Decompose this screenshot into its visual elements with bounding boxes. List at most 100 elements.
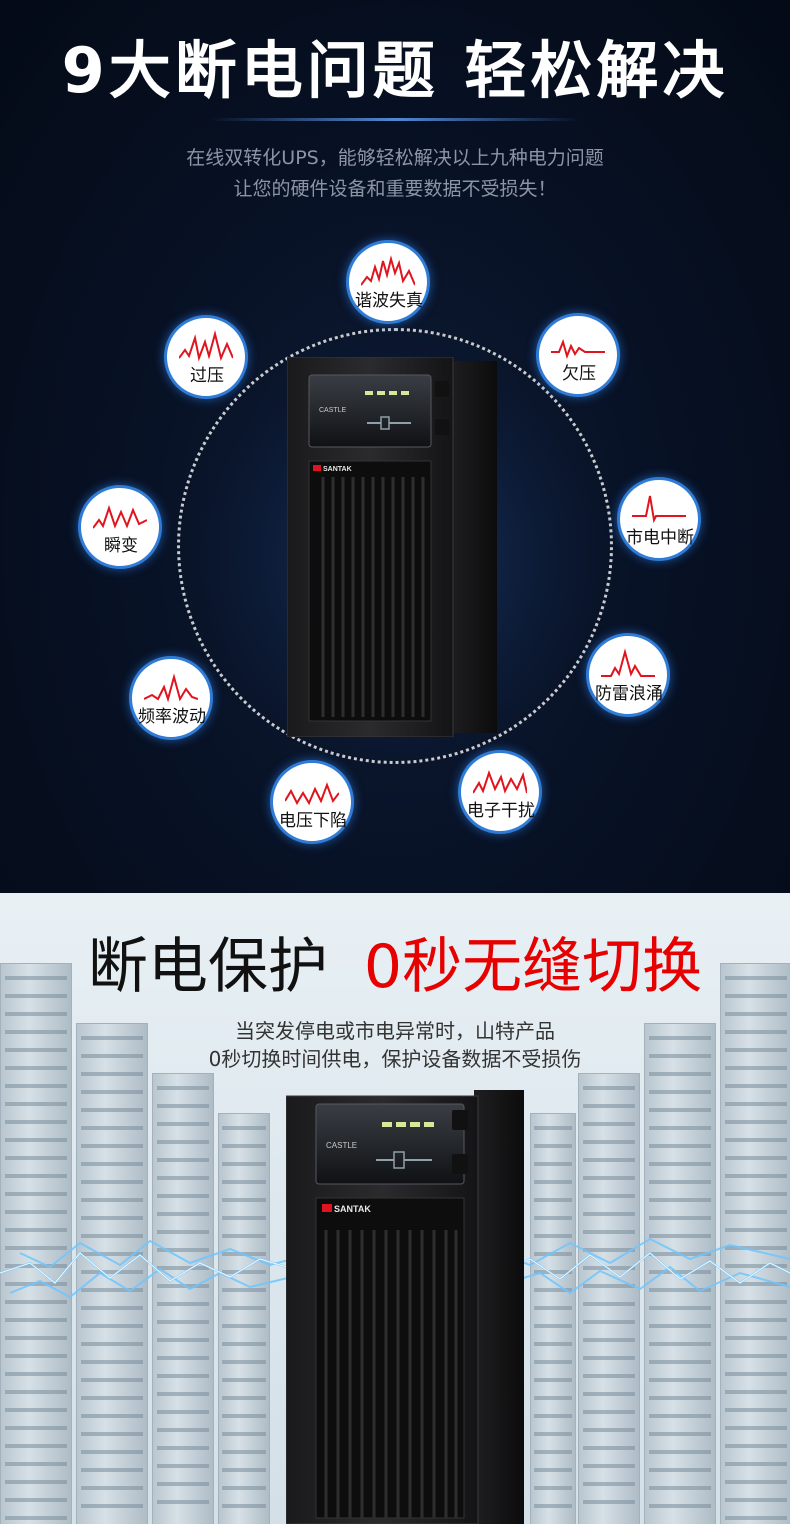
rack-slot [156, 1446, 210, 1450]
waveform-icon [632, 495, 686, 524]
rack-slot [5, 1390, 67, 1394]
rack-slot [533, 1288, 573, 1292]
rack-slot [5, 1516, 67, 1520]
server-rack-bg [644, 1023, 716, 1524]
rack-slot [156, 1176, 210, 1180]
problem-power-outage: 市电中断 [617, 477, 701, 561]
problem-transient: 瞬变 [78, 485, 162, 569]
rack-slot [222, 1162, 266, 1166]
rack-slot [725, 994, 787, 998]
problem-label: 市电中断 [626, 528, 694, 548]
server-rack-bg [76, 1023, 148, 1524]
rack-slot [81, 1396, 143, 1400]
rack-slot [649, 1162, 711, 1166]
rack-slot [725, 1246, 787, 1250]
rack-slot [81, 1090, 143, 1094]
rack-slot [725, 1480, 787, 1484]
rack-slot [582, 1338, 636, 1342]
rack-slot [81, 1198, 143, 1202]
rack-slot [533, 1306, 573, 1310]
dotted-ring [177, 328, 613, 764]
rack-slot [725, 1300, 787, 1304]
rack-slot [5, 1048, 67, 1052]
rack-slot [81, 1036, 143, 1040]
rack-slot [81, 1360, 143, 1364]
rack-slot [725, 1102, 787, 1106]
server-rack-bg [0, 963, 72, 1524]
section2-title-black: 断电保护 [87, 932, 328, 1002]
rack-slot [725, 1336, 787, 1340]
rack-slot [649, 1324, 711, 1328]
problem-label: 瞬变 [104, 536, 138, 556]
rack-slot [222, 1198, 266, 1202]
rack-slot [81, 1342, 143, 1346]
rack-slot [5, 1426, 67, 1430]
rack-slot [156, 1194, 210, 1198]
problem-label: 防雷浪涌 [595, 684, 663, 704]
rack-slot [582, 1158, 636, 1162]
problem-harmonic-distortion: 谐波失真 [346, 240, 430, 324]
rack-slot [725, 1462, 787, 1466]
waveform-icon [473, 770, 527, 794]
svg-text:CASTLE: CASTLE [326, 1141, 357, 1150]
rack-slot [156, 1338, 210, 1342]
rack-slot [222, 1306, 266, 1310]
rack-slot [533, 1198, 573, 1202]
rack-slot [725, 1444, 787, 1448]
rack-slot [533, 1342, 573, 1346]
waveform-icon [551, 338, 605, 360]
rack-slot [649, 1450, 711, 1454]
problem-label: 过压 [190, 366, 224, 386]
rack-slot [156, 1374, 210, 1378]
problem-label: 电子干扰 [467, 801, 535, 821]
rack-slot [5, 1282, 67, 1286]
rack-slot [725, 1228, 787, 1232]
lightning-effect-right [500, 1237, 790, 1295]
rack-slot [81, 1216, 143, 1220]
rack-slot [725, 1282, 787, 1286]
rack-slot [649, 1216, 711, 1220]
rack-slot [533, 1396, 573, 1400]
rack-slot [582, 1464, 636, 1468]
ups-brand-text: SANTAK [334, 1204, 371, 1214]
rack-slot [81, 1270, 143, 1274]
rack-slot [582, 1194, 636, 1198]
rack-slot [582, 1140, 636, 1144]
rack-slot [533, 1234, 573, 1238]
rack-slot [222, 1180, 266, 1184]
rack-slot [5, 1174, 67, 1178]
rack-slot [582, 1374, 636, 1378]
rack-slot [649, 1144, 711, 1148]
rack-slot [725, 1174, 787, 1178]
rack-slot [156, 1356, 210, 1360]
rack-slot [725, 1516, 787, 1520]
rack-slot [582, 1086, 636, 1090]
rack-slot [649, 1180, 711, 1184]
rack-slot [649, 1486, 711, 1490]
rack-slot [582, 1392, 636, 1396]
rack-slot [533, 1468, 573, 1472]
rack-slot [156, 1086, 210, 1090]
rack-slot [582, 1230, 636, 1234]
problem-voltage-sag: 电压下陷 [270, 760, 354, 844]
rack-slot [222, 1234, 266, 1238]
rack-slot [725, 1210, 787, 1214]
rack-slot [725, 1426, 787, 1430]
rack-slot [81, 1468, 143, 1472]
rack-slot [156, 1212, 210, 1216]
rack-slot [222, 1432, 266, 1436]
rack-slot [582, 1356, 636, 1360]
rack-slot [725, 1318, 787, 1322]
rack-slot [222, 1324, 266, 1328]
rack-slot [649, 1072, 711, 1076]
ups-brand-text: SANTAK [323, 466, 352, 473]
rack-slot [156, 1428, 210, 1432]
rack-slot [649, 1234, 711, 1238]
rack-slot [649, 1288, 711, 1292]
rack-slot [725, 1192, 787, 1196]
rack-slot [725, 1138, 787, 1142]
rack-slot [222, 1378, 266, 1382]
rack-slot [156, 1266, 210, 1270]
rack-slot [649, 1198, 711, 1202]
rack-slot [222, 1504, 266, 1508]
